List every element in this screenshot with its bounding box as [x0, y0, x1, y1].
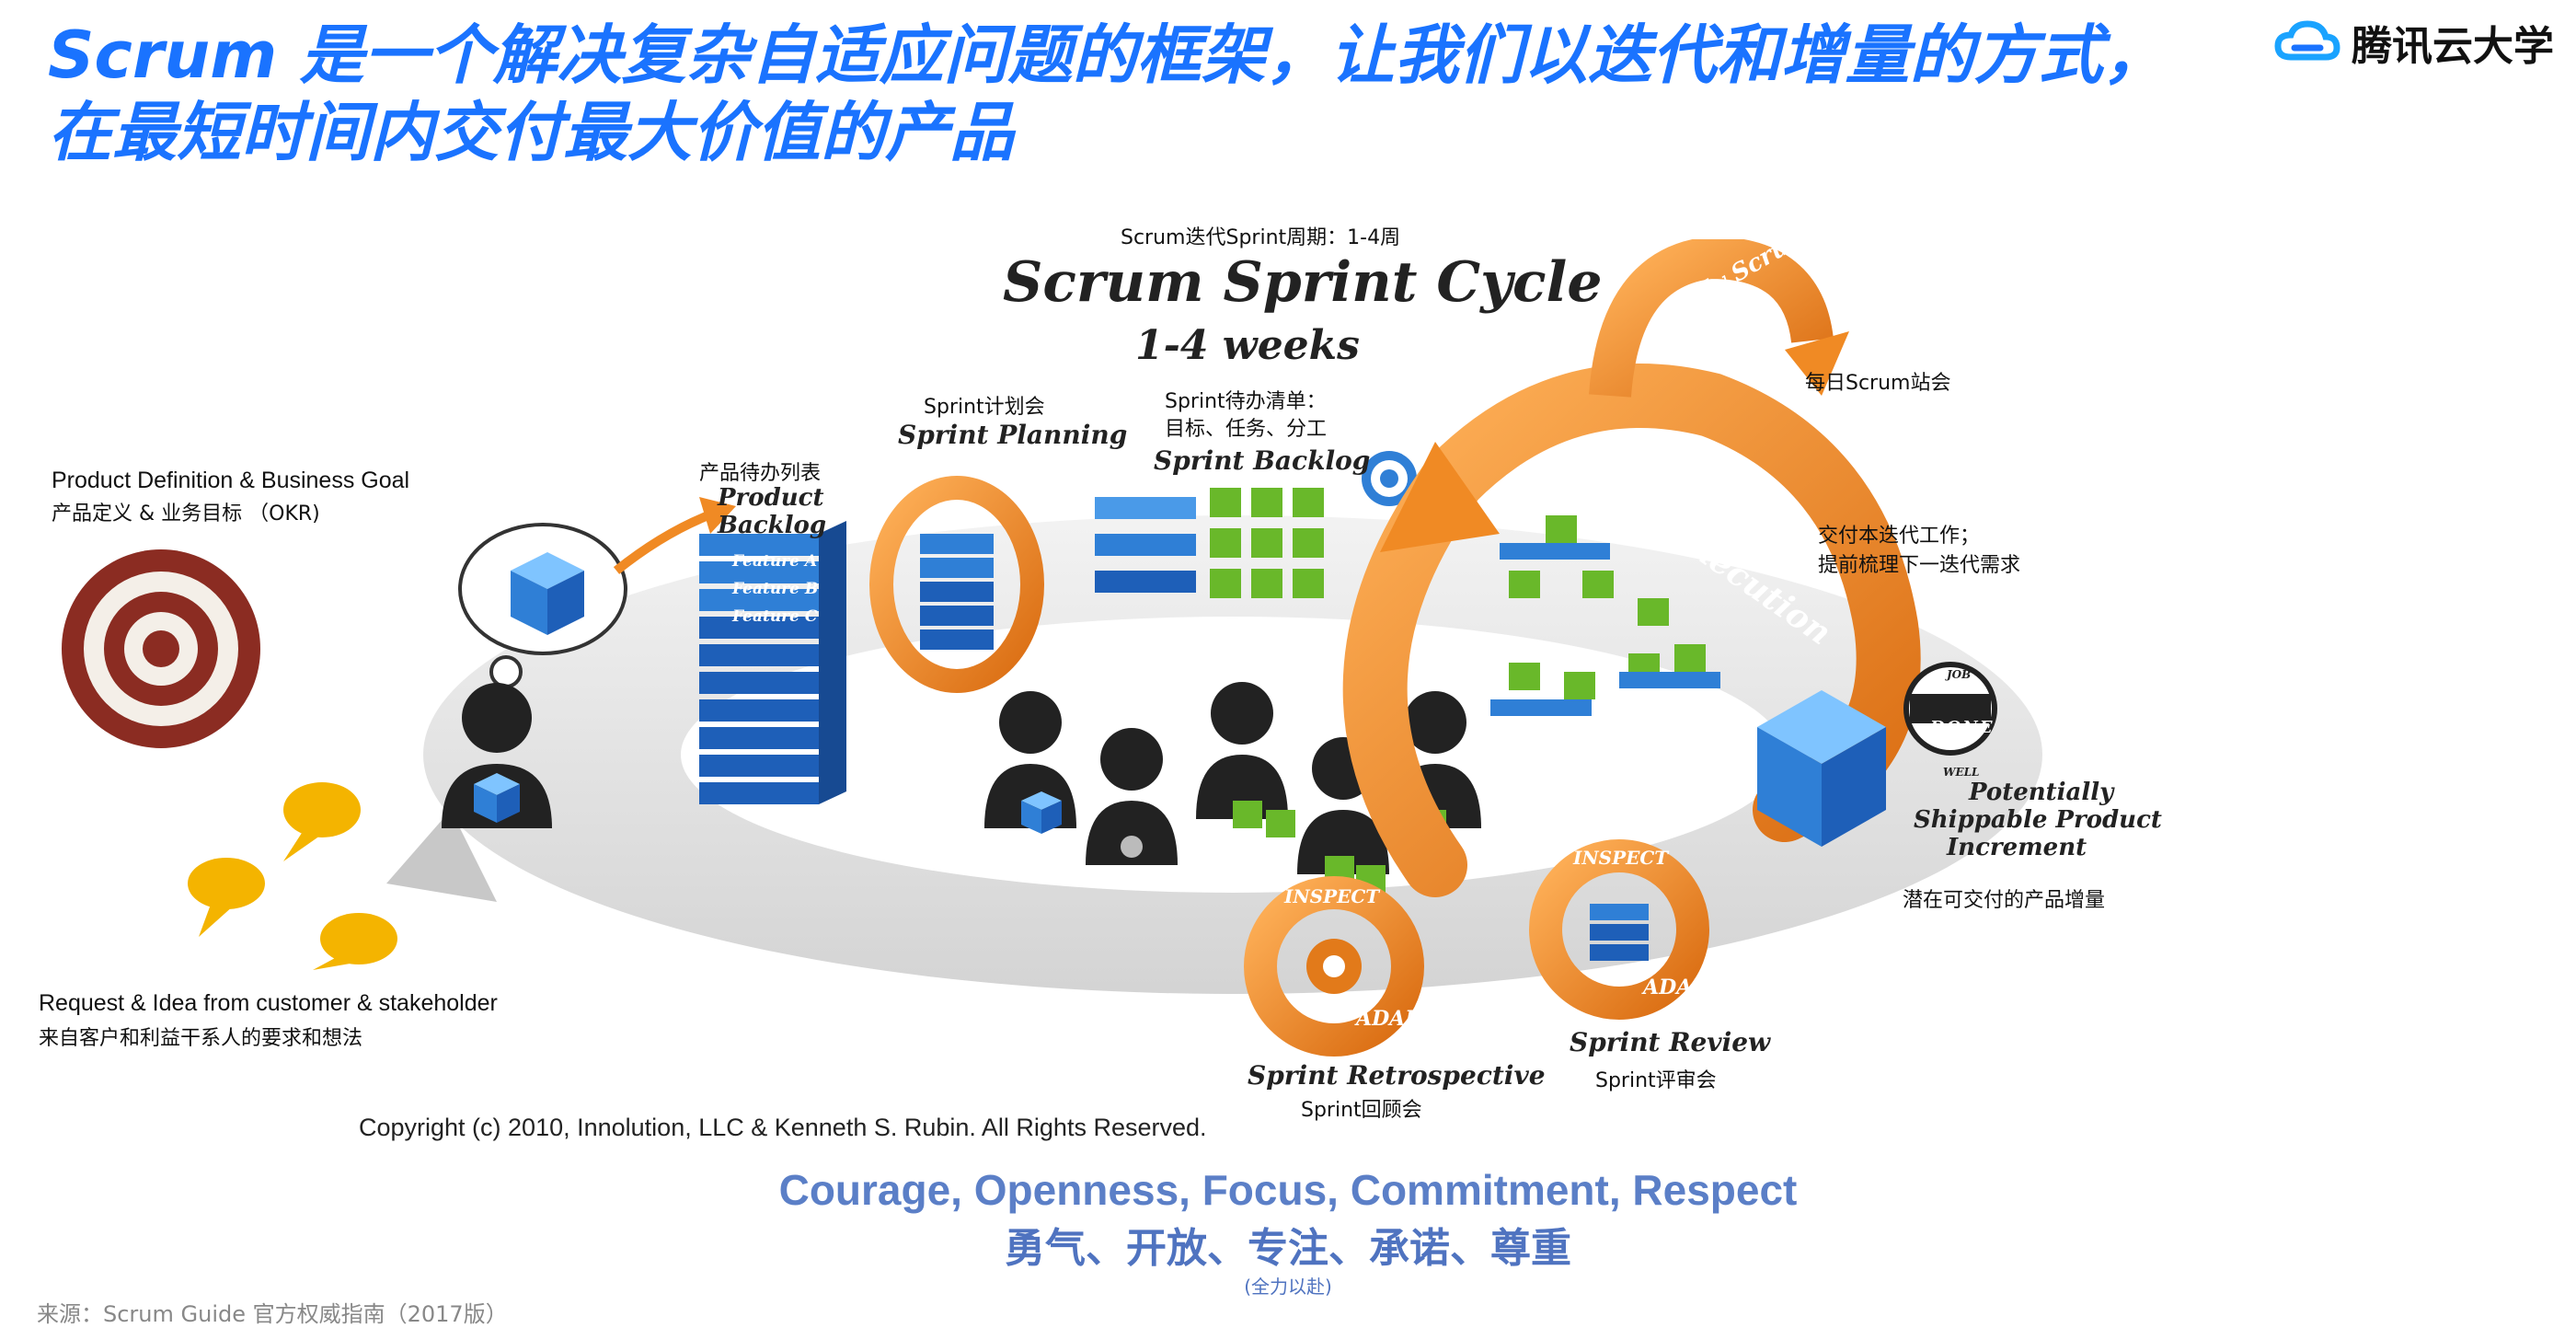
retrospective-inspect-adapt	[1244, 876, 1424, 1057]
thought-bubble	[458, 523, 627, 710]
product-backlog-en-2: Backlog	[718, 512, 827, 539]
execution-task-blocks	[1509, 515, 1706, 699]
title-line-2: 在最短时间内交付最大价值的产品	[48, 95, 1014, 170]
target-icon	[62, 549, 260, 748]
sprint-execution-arrow	[1342, 364, 1921, 897]
feature-b-label: Feature B	[732, 580, 819, 598]
product-backlog-cn: 产品待办列表	[699, 462, 822, 485]
feature-a-label: Feature A	[732, 552, 818, 571]
feature-c-label: Feature C	[732, 607, 818, 626]
product-owner-person	[442, 683, 552, 828]
scrum-values-cn: 勇气、开放、专注、承诺、尊重	[1005, 1225, 1571, 1272]
product-increment-cube	[1757, 690, 1886, 847]
sprint-planning-en: Sprint Planning	[898, 420, 1128, 450]
request-cn: 来自客户和利益干系人的要求和想法	[39, 1027, 363, 1050]
source-note: 来源：Scrum Guide 官方权威指南（2017版）	[37, 1301, 508, 1327]
cycle-arrow-head	[386, 810, 497, 902]
execution-cn-1: 交付本迭代工作；	[1818, 525, 1981, 548]
review-cn: Sprint评审会	[1595, 1069, 1717, 1092]
retrospective-adapt-label: ADAPT	[1356, 1007, 1436, 1031]
scrum-values-note: (全力以赴)	[1244, 1276, 1332, 1298]
copyright-notice: Copyright (c) 2010, Innolution, LLC & Ke…	[359, 1114, 1207, 1141]
done-stamp-label: DONE	[1930, 718, 1995, 737]
retrospective-en: Sprint Retrospective	[1248, 1060, 1546, 1091]
execution-cn-2: 提前梳理下一迭代需求	[1818, 554, 2021, 577]
sprint-planning-cn: Sprint计划会	[924, 396, 1045, 419]
sprint-planning-graphic	[869, 476, 1044, 693]
product-backlog-stack	[699, 521, 846, 804]
retrospective-cn: Sprint回顾会	[1301, 1099, 1422, 1122]
scrum-values-en: Courage, Openness, Focus, Commitment, Re…	[778, 1166, 1798, 1214]
retrospective-inspect-label: INSPECT	[1284, 885, 1380, 907]
sprint-period-label: Scrum迭代Sprint周期：1-4周	[1121, 226, 1401, 249]
review-adapt-label: ADAPT	[1643, 976, 1723, 999]
product-backlog-en-1: Product	[718, 484, 824, 512]
speech-bubbles-icon	[188, 782, 397, 970]
increment-en-2: Shippable Product	[1914, 806, 2162, 834]
review-en: Sprint Review	[1570, 1027, 1771, 1057]
slide-title: Scrum 是一个解决复杂自适应问题的框架，让我们以迭代和增量的方式， 在最短时…	[48, 17, 2237, 171]
scrum-team	[984, 682, 1481, 893]
done-stamp-bottom: WELL	[1943, 766, 1980, 779]
product-definition-en: Product Definition & Business Goal	[52, 468, 410, 493]
increment-cn: 潜在可交付的产品增量	[1903, 889, 2106, 912]
scrum-cycle-diagram	[386, 239, 2042, 1057]
review-inspect-adapt	[1529, 839, 1709, 1020]
brand-logo: 腾讯云大学	[2274, 13, 2554, 72]
increment-en-1: Potentially	[1969, 779, 2114, 806]
cycle-title: Scrum Sprint Cycle	[1003, 250, 1603, 315]
done-stamp-top: JOB	[1947, 668, 1972, 681]
done-stamp	[1903, 662, 1997, 756]
cycle-subtitle: 1-4 weeks	[1135, 322, 1360, 369]
sprint-backlog-en: Sprint Backlog	[1154, 445, 1371, 476]
cloud-icon	[2274, 20, 2340, 61]
review-inspect-label: INSPECT	[1573, 847, 1669, 869]
daily-scrum-cn: 每日Scrum站会	[1805, 372, 1951, 395]
sprint-goal-target-icon	[1362, 451, 1417, 506]
increment-en-3: Increment	[1947, 834, 2087, 861]
request-en: Request & Idea from customer & stakehold…	[39, 990, 498, 1016]
daily-scrum-arrow	[1589, 239, 1849, 398]
product-definition-cn: 产品定义 & 业务目标 （OKR)	[52, 502, 320, 525]
sprint-backlog-cn-2: 目标、任务、分工	[1165, 418, 1328, 441]
sprint-backlog-cn-1: Sprint待办清单：	[1165, 390, 1327, 413]
title-line-1: Scrum 是一个解决复杂自适应问题的框架，让我们以迭代和增量的方式，	[48, 17, 2168, 93]
sprint-backlog-grid	[1095, 488, 1324, 598]
brand-name: 腾讯云大学	[2352, 23, 2554, 70]
